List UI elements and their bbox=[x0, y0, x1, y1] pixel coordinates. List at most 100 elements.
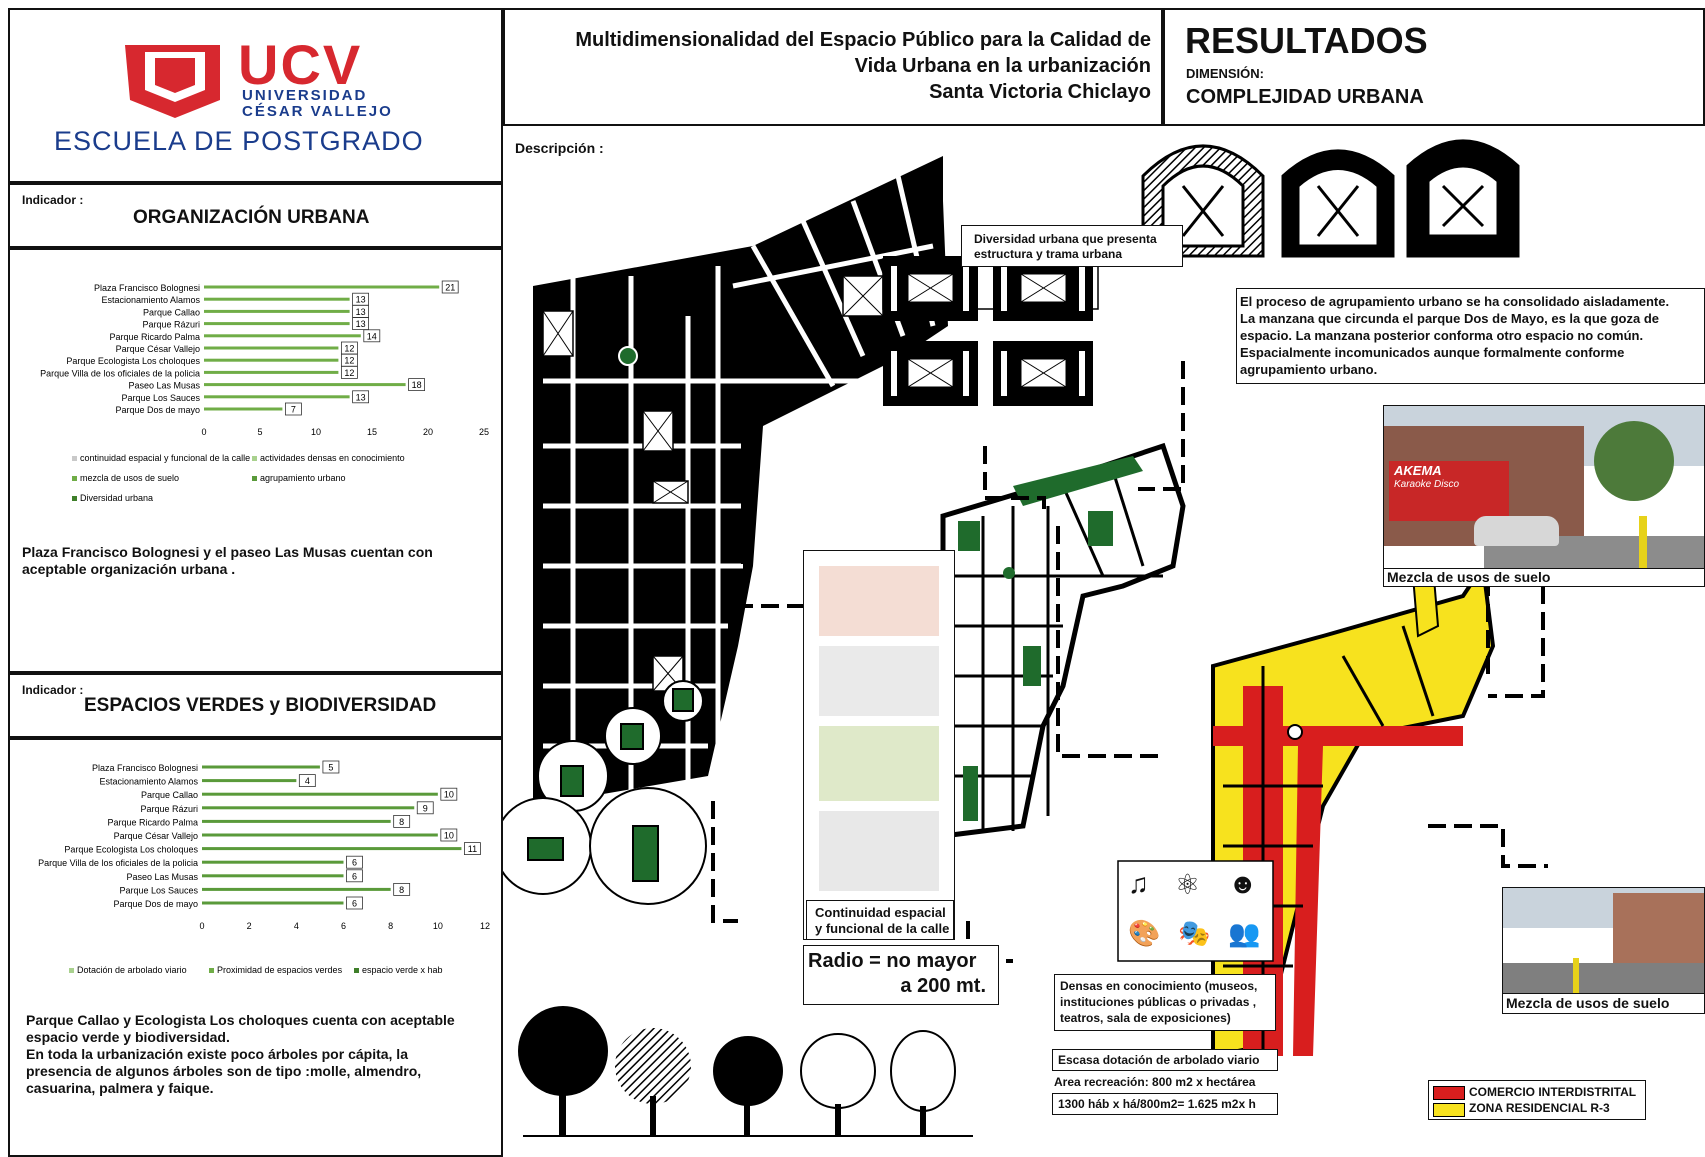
chart-value-box bbox=[352, 390, 370, 404]
logo-panel: UCV UNIVERSIDAD CÉSAR VALLEJO ESCUELA DE… bbox=[8, 8, 503, 183]
title-line1: Multidimensionalidad del Espacio Público… bbox=[575, 29, 1151, 51]
chart-value-box bbox=[340, 366, 358, 379]
chart-value-label: 10 bbox=[444, 831, 454, 841]
chart-category-label: Plaza Francisco Bolognesi bbox=[92, 763, 198, 773]
indicator2-header: Indicador : ESPACIOS VERDES y BIODIVERSI… bbox=[8, 673, 503, 738]
photo1-lane bbox=[1639, 516, 1647, 568]
arbolado-label: Escasa dotación de arbolado viario bbox=[1058, 1053, 1260, 1067]
chart-value-label: 4 bbox=[305, 776, 310, 786]
chart-tick-label: 10 bbox=[433, 921, 443, 931]
chart-value-box bbox=[393, 815, 411, 828]
chart-bar bbox=[202, 779, 297, 783]
chart-bar bbox=[202, 765, 320, 769]
chart-category-label: Plaza Francisco Bolognesi bbox=[94, 283, 200, 293]
indicator1-label: Indicador : bbox=[22, 193, 84, 207]
logo-school: ESCUELA DE POSTGRADO bbox=[54, 126, 424, 156]
chart-value-box bbox=[346, 855, 363, 869]
agrupamiento-text-line5: agrupamiento urbano. bbox=[1240, 362, 1378, 377]
indicator2-name: ESPACIOS VERDES y BIODIVERSIDAD bbox=[84, 695, 437, 716]
indicator1-header: Indicador : ORGANIZACIÓN URBANA bbox=[8, 183, 503, 248]
chart-category-label: Parque César Vallejo bbox=[116, 344, 200, 354]
chart-category-label: Parque Ricardo Palma bbox=[109, 332, 200, 342]
chart-tick-label: 2 bbox=[247, 921, 252, 931]
organizacion-urbana-chart: Plaza Francisco Bolognesi 21Estacionamien… bbox=[40, 280, 489, 503]
diversidad-caption: Diversidad urbana que presenta estructur… bbox=[961, 225, 1183, 267]
legend-swatch-comercio bbox=[1433, 1086, 1465, 1100]
chart-value-box bbox=[416, 801, 434, 815]
chart-value-label: 21 bbox=[445, 283, 455, 293]
chart-bar bbox=[202, 874, 344, 878]
chart-legend-swatch bbox=[72, 496, 77, 501]
chart-value-label: 13 bbox=[356, 295, 366, 305]
chart-tick-label: 15 bbox=[367, 427, 377, 437]
chart-value-box bbox=[441, 280, 459, 294]
agrupamiento-text-line1: El proceso de agrupamiento urbano se ha … bbox=[1240, 294, 1670, 309]
chart-category-label: Parque Los Sauces bbox=[121, 393, 200, 403]
chart-value-label: 12 bbox=[344, 368, 354, 378]
chart-bar bbox=[202, 860, 344, 864]
results-title: RESULTADOS bbox=[1185, 20, 1428, 61]
chart-bar bbox=[202, 901, 344, 905]
logo-university-line1: UNIVERSIDAD bbox=[242, 87, 368, 104]
chart-category-label: Parque Ecologista Los choloques bbox=[64, 845, 198, 855]
continuidad-caption-line2: y funcional de la calle bbox=[815, 921, 950, 936]
chart-category-label: Parque César Vallejo bbox=[114, 831, 198, 841]
chart-bar bbox=[204, 322, 350, 326]
chart-value-label: 13 bbox=[356, 307, 366, 317]
chart-category-label: Parque Dos de mayo bbox=[115, 405, 200, 415]
title-line3: Santa Victoria Chiclayo bbox=[929, 81, 1151, 103]
chart-bar bbox=[204, 334, 361, 338]
indicator2-label: Indicador : bbox=[22, 683, 84, 697]
chart-value-label: 14 bbox=[367, 331, 377, 341]
chart-legend-label: mezcla de usos de suelo bbox=[80, 473, 179, 483]
chart-bar bbox=[202, 833, 438, 837]
chart-legend-label: Dotación de arbolado viario bbox=[77, 965, 187, 975]
chart-value-label: 5 bbox=[328, 763, 333, 773]
chart-bar bbox=[202, 806, 415, 810]
chart-category-label: Parque Rázuri bbox=[142, 320, 200, 330]
diversidad-caption-line1: Diversidad urbana que presenta bbox=[974, 232, 1157, 246]
chart-value-label: 6 bbox=[352, 899, 357, 909]
indicator2-description-line2: espacio verde y biodiversidad. bbox=[26, 1029, 230, 1045]
chart-value-box bbox=[440, 828, 458, 842]
chart-category-label: Parque Villa de los oficiales de la poli… bbox=[40, 368, 200, 378]
chart-tick-label: 5 bbox=[257, 427, 262, 437]
chart-category-label: Parque Dos de mayo bbox=[113, 899, 198, 909]
ucv-logo-icon bbox=[125, 45, 220, 118]
chart-value-label: 13 bbox=[356, 319, 366, 329]
chart-bar bbox=[204, 346, 339, 350]
agrupamiento-text-line2: La manzana que circunda el parque Dos de… bbox=[1240, 311, 1660, 326]
green-space-zooms bbox=[503, 680, 707, 905]
chart-category-label: Parque Rázuri bbox=[140, 804, 198, 814]
chart-value-label: 12 bbox=[344, 344, 354, 354]
chart-value-label: 18 bbox=[412, 380, 422, 390]
title-line2: Vida Urbana en la urbanización bbox=[854, 55, 1151, 77]
chart-value-label: 8 bbox=[399, 817, 404, 827]
photo1-sign: AKEMA bbox=[1394, 463, 1442, 478]
legend-label-comercio: COMERCIO INTERDISTRITAL bbox=[1469, 1085, 1637, 1099]
chart-category-label: Paseo Las Musas bbox=[126, 872, 198, 882]
chart-value-box bbox=[346, 896, 363, 910]
photo2-road bbox=[1503, 963, 1704, 993]
descripcion-label: Descripción : bbox=[515, 140, 604, 156]
continuidad-thumb-2 bbox=[819, 646, 939, 716]
figure-ground-map bbox=[533, 156, 948, 806]
indicator1-description-line1: Plaza Francisco Bolognesi y el paseo Las… bbox=[22, 544, 433, 560]
continuidad-caption: Continuidad espacial y funcional de la c… bbox=[806, 900, 954, 940]
chart-bar bbox=[204, 285, 440, 289]
chart-legend-label: Diversidad urbana bbox=[80, 493, 153, 503]
densas-line3: teatros, sala de exposiciones) bbox=[1060, 1011, 1231, 1025]
chart-value-box bbox=[352, 317, 370, 330]
chart-value-label: 6 bbox=[352, 858, 357, 868]
legend-swatch-residencial bbox=[1433, 1103, 1465, 1117]
chart-value-box bbox=[393, 882, 411, 896]
agrupamiento-text-line3: espacio. La manzana posterior conforma o… bbox=[1240, 328, 1644, 343]
chart-legend-label: actividades densas en conocimiento bbox=[260, 453, 405, 463]
photo2-caption-bar bbox=[1503, 993, 1704, 1013]
chart-category-label: Estacionamiento Alamos bbox=[101, 295, 200, 305]
hab-calc: 1300 háb x há/800m2= 1.625 m2x h bbox=[1058, 1097, 1256, 1111]
chart-value-label: 9 bbox=[423, 803, 428, 813]
